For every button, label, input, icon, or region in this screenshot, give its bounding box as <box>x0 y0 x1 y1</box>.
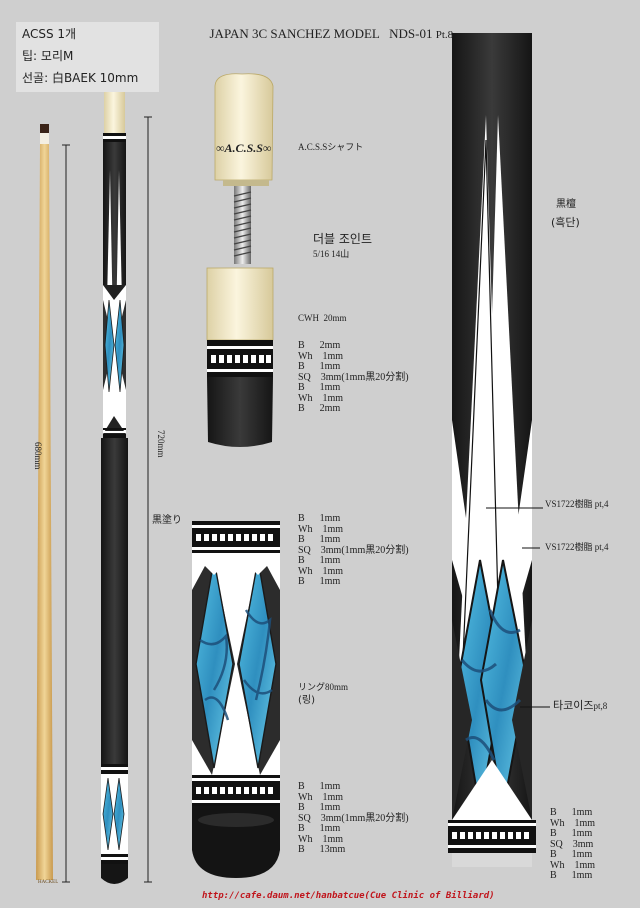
resin-label-1: VS1722樹脂 pt,4 <box>545 499 609 509</box>
spec-line: Wh 1mm <box>550 859 595 871</box>
pin-spec: 5/16 14山 <box>313 249 350 259</box>
resin-label-2: VS1722樹脂 pt,4 <box>545 542 609 552</box>
model-text: NDS-01 <box>389 26 433 41</box>
spec-line: B 2mm <box>298 403 341 414</box>
joint-detail <box>206 73 274 447</box>
spec-line: Wh 1mm <box>298 833 343 845</box>
spec-line: B 1mm <box>298 361 341 372</box>
spec-line: B 2mm <box>298 340 341 351</box>
spec-line: SQ 3mm(1mm黒20分割) <box>298 812 409 824</box>
shaft-body <box>36 144 53 880</box>
spec-line: B 1mm <box>550 828 593 839</box>
spec-line: Wh 1mm <box>298 565 343 577</box>
ring-label: リング80mm <box>298 682 349 692</box>
leader-lines <box>486 507 550 708</box>
shaft-brand: HACKEL <box>38 880 59 885</box>
ring-bottom-spec: B 1mm Wh 1mm B 1mm SQ 3mm(1mm黒20分割) B 1m… <box>298 781 409 856</box>
spec-line: B 1mm <box>550 849 593 860</box>
part-text: Pt.8 <box>435 29 454 41</box>
dimension-shaft <box>62 144 70 883</box>
spec-line: B 1mm <box>298 555 341 566</box>
spec-line: B 1mm <box>298 802 341 813</box>
ring-detail <box>192 521 280 878</box>
spec-line: B 1mm <box>298 382 341 393</box>
spec-line: B 1mm <box>298 781 341 792</box>
spec-line: Wh 1mm <box>298 350 343 362</box>
butt-sleeve <box>101 438 128 764</box>
shaft-ferrule <box>40 133 49 144</box>
spec-line: Wh 1mm <box>298 791 343 803</box>
info-line-2: 팁: 모리M <box>22 49 74 63</box>
dimension-butt <box>144 116 152 883</box>
joint-ring-spec: B 2mm Wh 1mm B 1mm SQ 3mm(1mm黒20分割) B 1m… <box>298 340 409 415</box>
shaft-length-label: 680mm <box>33 442 43 470</box>
spec-line: B 1mm <box>298 513 341 524</box>
spec-line: B 13mm <box>298 844 346 855</box>
collar-label: CWH 20mm <box>298 313 347 323</box>
pin-label: 더블 조인트 <box>313 232 373 246</box>
spec-line: Wh 1mm <box>550 817 595 829</box>
turquoise-label: 타코이즈pt,8 <box>553 700 607 711</box>
info-box <box>16 22 159 92</box>
ring-top-spec: B 1mm Wh 1mm B 1mm SQ 3mm(1mm黒20分割) B 1m… <box>298 513 409 588</box>
spec-line: B 1mm <box>550 807 593 818</box>
spec-line: SQ 3mm(1mm黒20分割) <box>298 371 409 383</box>
butt-collar <box>104 88 125 133</box>
butt-length-label: 720mm <box>156 430 166 458</box>
title-text: JAPAN 3C SANCHEZ MODEL <box>209 26 380 41</box>
info-line-3: 선골: 白BAEK 10mm <box>22 71 139 85</box>
turquoise-pt: pt,8 <box>593 701 608 711</box>
wood-label: 黒檀 <box>556 199 576 210</box>
page-title: JAPAN 3C SANCHEZ MODEL NDS-01 Pt.8 <box>203 14 454 41</box>
shaft-end-collar <box>214 73 274 181</box>
spec-line: Wh 1mm <box>298 392 343 404</box>
butt-full <box>101 88 128 884</box>
spec-line: SQ 3mm <box>550 838 594 850</box>
spec-line: B 1mm <box>298 576 341 587</box>
shaft-full <box>36 124 53 880</box>
wood-label-ko: (흑단) <box>551 216 580 229</box>
butt-finish-label: 黒塗り <box>152 515 182 526</box>
footer-url[interactable]: http://cafe.daum.net/hanbatcue(Cue Clini… <box>202 891 495 901</box>
shaft-label: A.C.S.Sシャフト <box>298 142 364 152</box>
spec-line: SQ 3mm(1mm黒20分割) <box>298 544 409 556</box>
spec-line: B 1mm <box>550 870 593 881</box>
spec-line: B 1mm <box>298 823 341 834</box>
butt-joint-collar <box>206 267 274 341</box>
right-ring-spec: B 1mm Wh 1mm B 1mm SQ 3mm B 1mm Wh 1mm B… <box>550 807 595 882</box>
spec-line: Wh 1mm <box>298 523 343 535</box>
turquoise-name: 타코이즈 <box>553 699 594 712</box>
info-line-1: ACSS 1개 <box>22 27 77 41</box>
shaft-logo: ∞A.C.S.S∞ <box>216 141 272 155</box>
spec-line: B 1mm <box>298 534 341 545</box>
butt-cap <box>101 864 128 884</box>
forearm-detail <box>448 33 536 867</box>
shaft-tip <box>40 124 49 133</box>
ring-label-ko: (링) <box>298 695 316 706</box>
